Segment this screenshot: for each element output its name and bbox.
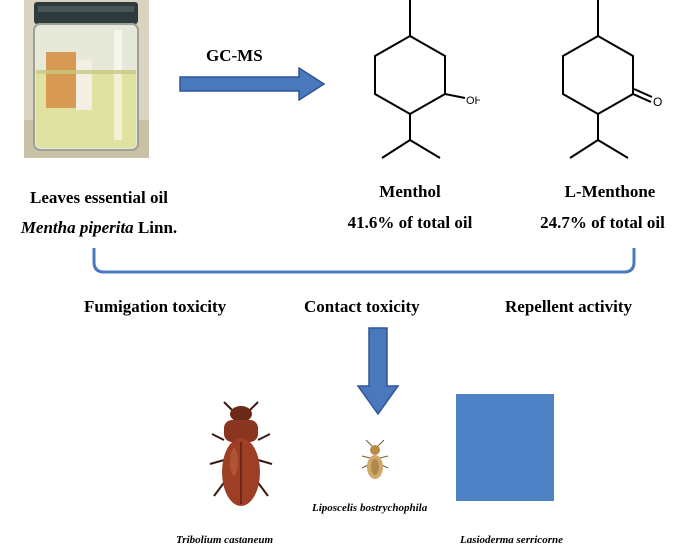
insect-name-liposcelis: Liposcelis bostrychophila [312,502,428,514]
gcms-arrow [179,66,326,102]
species-authority: Linn. [133,218,178,237]
down-arrow [356,327,400,416]
lasioderma-image-placeholder [456,394,554,501]
source-species-line: Mentha piperita Linn. [0,218,198,238]
menthone-percent: 24.7% of total oil [540,213,665,232]
activity-fumigation: Fumigation toxicity [84,297,227,316]
menthol-structure: OH [374,0,480,159]
menthol-percent: 41.6% of total oil [347,213,473,232]
menthol-name: Menthol [379,182,441,201]
menthone-name: L-Menthone [564,182,656,201]
species-name: Mentha piperita [20,218,134,237]
grouping-brace [92,248,636,274]
tribolium-beetle-image [209,401,273,506]
liposcelis-louse-image [361,440,389,479]
insect-name-lasioderma: Lasioderma serricorne [460,534,563,546]
menthone-structure: O [562,0,662,159]
activity-repellent: Repellent activity [505,297,632,316]
source-line1: Leaves essential oil [30,188,168,207]
essential-oil-vial-photo [24,0,149,158]
gcms-label: GC-MS [206,46,263,65]
insect-name-tribolium: Tribolium castaneum [176,534,274,546]
hydroxyl-label: OH [466,95,480,107]
activity-contact: Contact toxicity [304,297,420,316]
carbonyl-label: O [653,95,662,109]
